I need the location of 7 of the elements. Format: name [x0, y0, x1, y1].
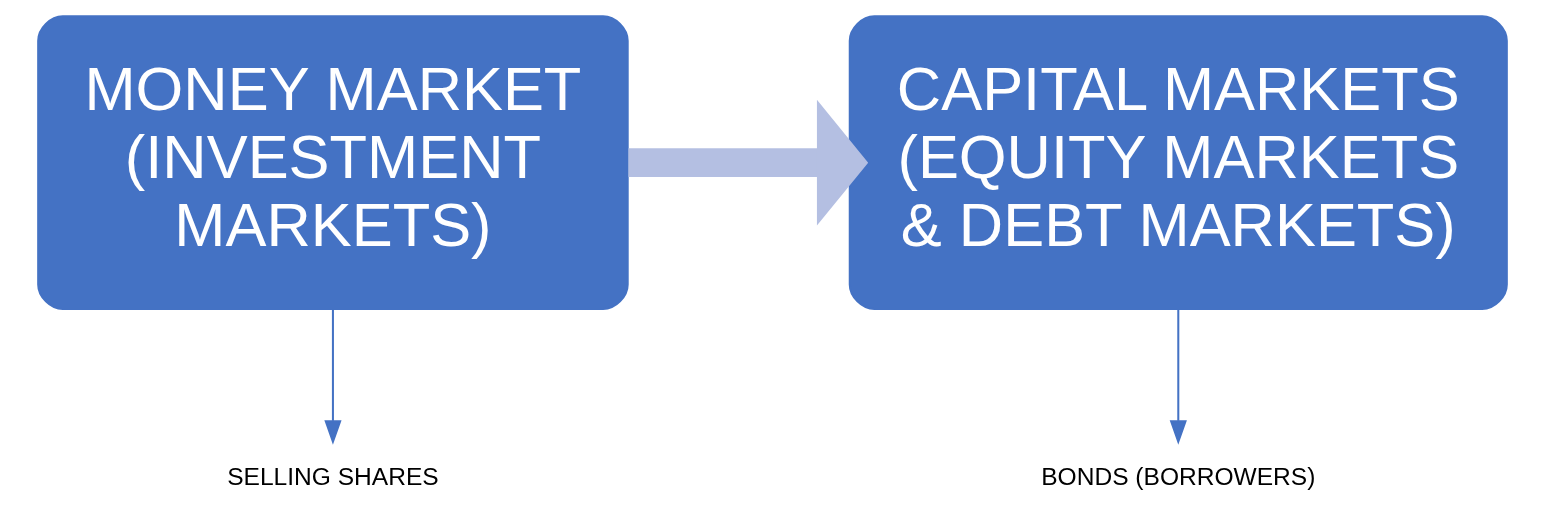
arrow — [1169, 309, 1187, 445]
arrow — [628, 99, 868, 226]
node-box: CAPITAL MARKETS (EQUITY MARKETS & DEBT MARKETS) — [848, 15, 1508, 310]
node-text: SELLING SHARES — [226, 463, 439, 491]
node-text: BONDS (BORROWERS) — [1040, 463, 1315, 491]
node-box: MONEY MARKET (INVESTMENT MARKETS) — [36, 15, 629, 310]
arrow — [323, 309, 342, 445]
